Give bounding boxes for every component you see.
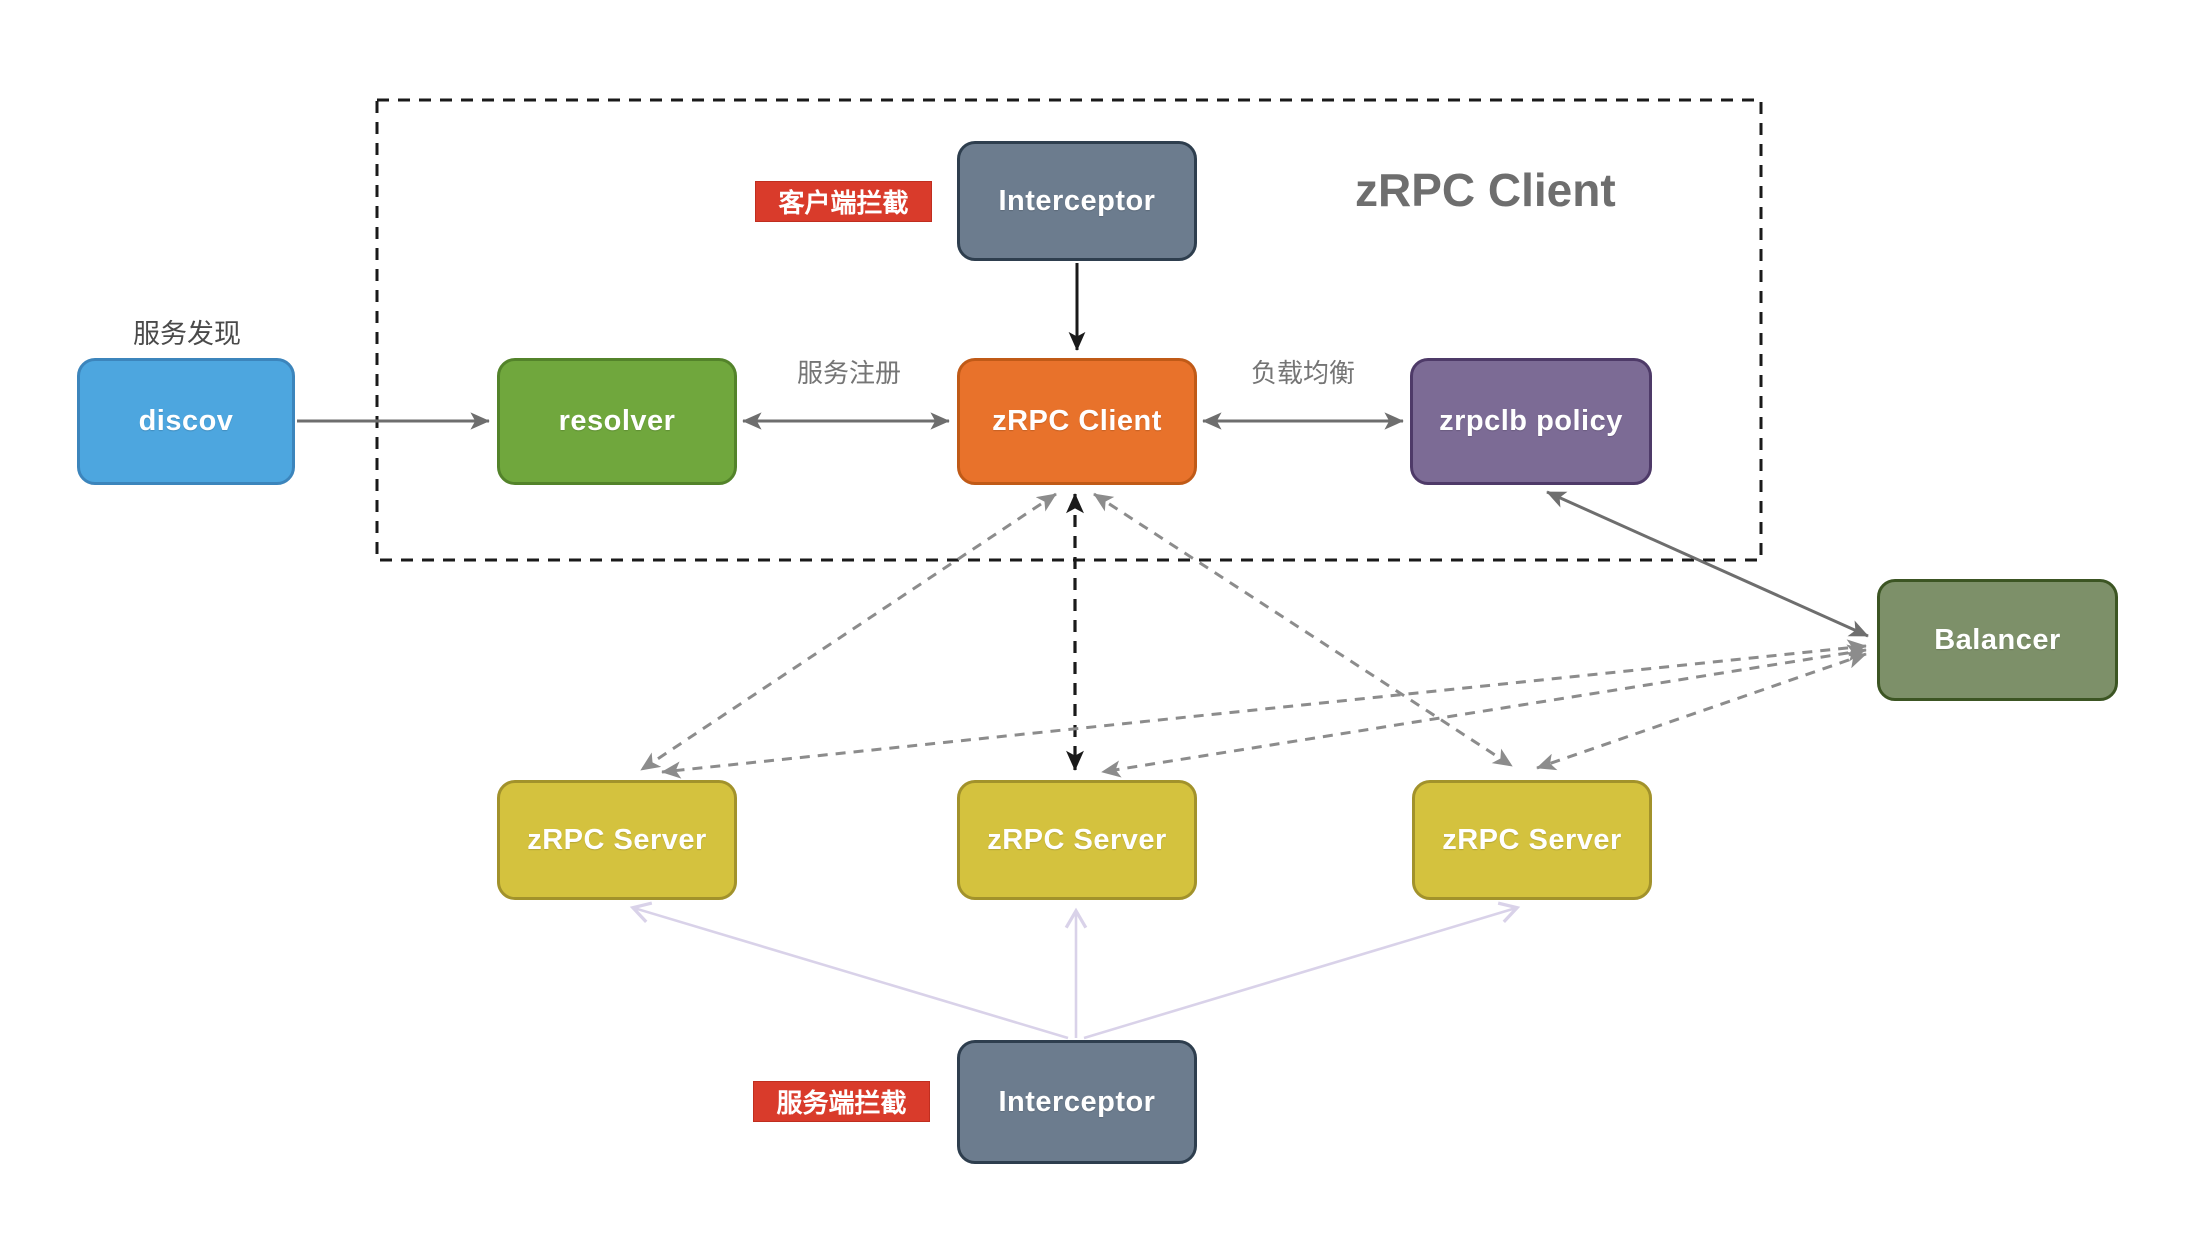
label-service-registration: 服务注册 bbox=[797, 358, 902, 388]
connector-balancer-server-right bbox=[1536, 651, 1867, 771]
label-service-discovery: 服务发现 bbox=[133, 319, 241, 349]
tag-server-intercept: 服务端拦截 bbox=[753, 1081, 930, 1122]
connector-interceptor-server-left bbox=[629, 901, 1069, 1040]
node-interceptor-bottom: Interceptor bbox=[957, 1040, 1197, 1164]
node-zrpc-server-left: zRPC Server bbox=[497, 780, 737, 900]
node-discov: discov bbox=[77, 358, 295, 485]
connector-balancer-server-left bbox=[661, 639, 1867, 779]
connector-client-server-left bbox=[640, 492, 1057, 772]
connector-policy-balancer bbox=[1546, 490, 1869, 638]
node-interceptor-top: Interceptor bbox=[957, 141, 1197, 261]
label-load-balancing: 负载均衡 bbox=[1251, 358, 1356, 388]
connector-client-server-right bbox=[1093, 492, 1513, 768]
node-zrpc-client: zRPC Client bbox=[957, 358, 1197, 485]
connector-balancer-server-mid bbox=[1101, 644, 1867, 778]
node-zrpc-server-mid: zRPC Server bbox=[957, 780, 1197, 900]
group-title-zrpc-client: zRPC Client bbox=[1355, 164, 1616, 216]
node-balancer: Balancer bbox=[1877, 579, 2118, 701]
node-resolver: resolver bbox=[497, 358, 737, 485]
connector-interceptor-server-right bbox=[1083, 901, 1521, 1040]
node-zrpclb-policy: zrpclb policy bbox=[1410, 358, 1652, 485]
tag-client-intercept: 客户端拦截 bbox=[755, 181, 932, 222]
node-zrpc-server-right: zRPC Server bbox=[1412, 780, 1652, 900]
